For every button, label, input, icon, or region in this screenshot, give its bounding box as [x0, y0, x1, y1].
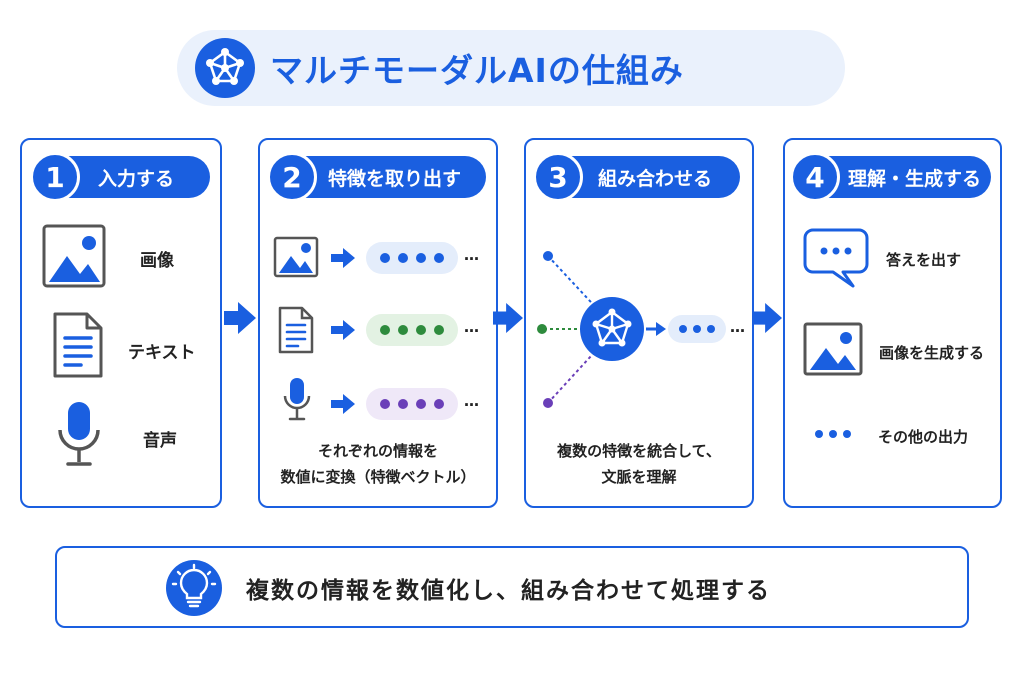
small-arrow-icon	[331, 320, 355, 340]
step-2-label: 特徴を取り出す	[328, 167, 462, 190]
page-title: マルチモーダルAIの仕組み	[270, 51, 684, 90]
step-3-caption-line1: 複数の特徴を統合して、	[557, 442, 721, 460]
image-feature-vector	[366, 242, 458, 274]
ellipsis: …	[464, 318, 479, 336]
input-image-label: 画像	[140, 251, 174, 271]
ellipsis: …	[730, 318, 745, 336]
step-2-number: 2	[267, 152, 317, 202]
speech-bubble-icon	[803, 228, 869, 288]
summary-text: 複数の情報を数値化し、組み合わせて処理する	[246, 578, 771, 604]
image-icon	[803, 322, 863, 376]
ellipsis: …	[464, 392, 479, 410]
step-1-label: 入力する	[98, 167, 175, 190]
step-1-number: 1	[30, 152, 80, 202]
output-other-label: その他の出力	[878, 428, 969, 446]
dots-icon	[815, 430, 851, 438]
step-3-number: 3	[533, 152, 583, 202]
input-audio-label: 音声	[143, 431, 177, 451]
ellipsis: …	[464, 246, 479, 264]
small-arrow-icon	[331, 394, 355, 414]
microphone-icon	[283, 378, 311, 421]
network-icon	[195, 38, 255, 98]
audio-feature-vector	[366, 388, 458, 420]
step-2-caption-line1: それぞれの情報を	[317, 442, 438, 460]
arrow-right-icon	[752, 303, 782, 333]
summary-box	[55, 546, 969, 628]
step-4-number: 4	[790, 152, 840, 202]
input-text-label: テキスト	[128, 343, 196, 363]
arrow-right-icon	[493, 303, 523, 333]
output-image-label: 画像を生成する	[879, 344, 985, 362]
step-4-label: 理解・生成する	[848, 167, 982, 190]
step-2-caption-line2: 数値に変換（特徴ベクトル）	[280, 468, 476, 486]
combined-feature-vector	[668, 315, 726, 343]
image-icon	[273, 236, 319, 278]
output-answer-label: 答えを出す	[886, 251, 962, 269]
step-3-label: 組み合わせる	[598, 167, 713, 190]
microphone-icon	[58, 402, 100, 466]
network-icon	[580, 297, 644, 361]
small-arrow-icon	[646, 322, 666, 336]
document-icon	[53, 312, 103, 378]
arrow-right-icon	[224, 302, 256, 334]
document-icon	[278, 306, 314, 354]
step-3-caption-line2: 文脈を理解	[601, 468, 677, 486]
small-arrow-icon	[331, 248, 355, 268]
lightbulb-icon	[166, 560, 222, 616]
image-icon	[42, 224, 106, 288]
title-banner	[177, 30, 845, 106]
text-feature-vector	[366, 314, 458, 346]
